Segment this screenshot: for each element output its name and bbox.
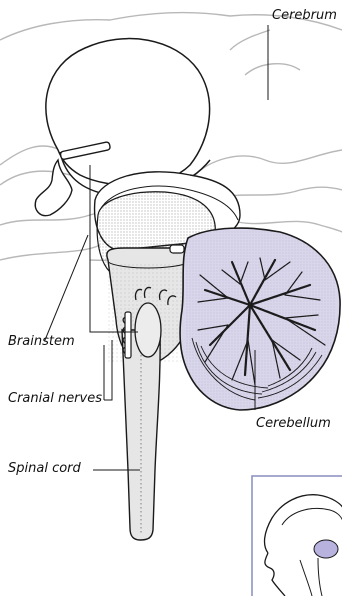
peduncle-stub xyxy=(170,245,184,253)
inset-cerebellum-highlight xyxy=(314,540,338,558)
upper-hemisphere xyxy=(46,39,210,196)
olive xyxy=(135,303,161,357)
label-cerebellum: Cerebellum xyxy=(256,417,331,430)
label-cranial-nerves: Cranial nerves xyxy=(8,392,102,405)
inset-border xyxy=(252,476,342,596)
cerebellum-shape xyxy=(180,228,340,410)
label-cerebrum: Cerebrum xyxy=(272,9,337,22)
label-brainstem: Brainstem xyxy=(8,335,75,348)
label-spinal-cord: Spinal cord xyxy=(8,462,81,475)
inset-head-diagram xyxy=(252,476,342,596)
cranial-nerve-stub-left xyxy=(125,312,131,358)
